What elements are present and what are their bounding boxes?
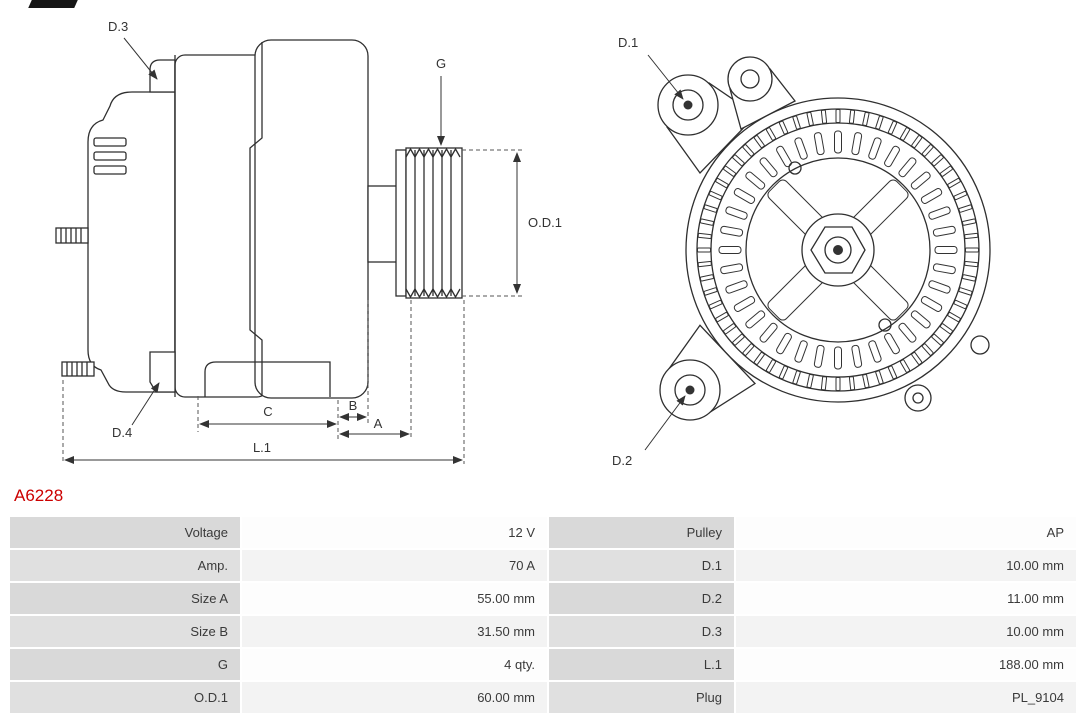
spec-value: 10.00 mm [736, 616, 1076, 647]
dim-label-a: A [374, 416, 383, 431]
rear-view: D.1 D.2 [612, 35, 991, 468]
terminal-stud-lower [61, 361, 95, 377]
spec-label: Size B [10, 616, 240, 647]
spec-value: 31.50 mm [242, 616, 547, 647]
spec-label: Size A [10, 583, 240, 614]
spec-value: 188.00 mm [736, 649, 1076, 680]
leader-d1 [647, 54, 684, 100]
mount-ear-d3 [149, 59, 176, 93]
spec-value: PL_9104 [736, 682, 1076, 713]
spec-label: D.1 [549, 550, 734, 581]
dim-label-g: G [436, 56, 446, 71]
terminal-stud-upper [55, 227, 89, 244]
spec-label: Pulley [549, 517, 734, 548]
dim-label-d4: D.4 [112, 425, 132, 440]
spec-value: 60.00 mm [242, 682, 547, 713]
leader-d3 [123, 37, 158, 80]
side-view: D.3 G O.D.1 C B A L.1 D.4 [55, 19, 562, 464]
dim-label-l1: L.1 [253, 440, 271, 455]
spec-label: Voltage [10, 517, 240, 548]
spec-label: Plug [549, 682, 734, 713]
spec-value: 4 qty. [242, 649, 547, 680]
dim-label-c: C [263, 404, 272, 419]
leader-d4 [131, 382, 160, 426]
dim-label-d2: D.2 [612, 453, 632, 468]
dim-label-d3: D.3 [108, 19, 128, 34]
pulley [395, 147, 463, 299]
spec-value: 55.00 mm [242, 583, 547, 614]
spec-value: 12 V [242, 517, 547, 548]
spec-table: Voltage 12 V Pulley AP Amp. 70 A D.1 10.… [10, 517, 1076, 713]
mount-lug-d4 [149, 351, 176, 393]
spec-label: D.2 [549, 583, 734, 614]
alternator-diagram: D.3 G O.D.1 C B A L.1 D.4 [55, 19, 991, 468]
spec-value: AP [736, 517, 1076, 548]
spec-label: D.3 [549, 616, 734, 647]
spec-value: 10.00 mm [736, 550, 1076, 581]
spec-label: L.1 [549, 649, 734, 680]
fan-spokes [767, 179, 909, 321]
cooling-slots-ring [697, 109, 979, 391]
leader-d2 [644, 395, 686, 451]
spec-label: G [10, 649, 240, 680]
spec-label: Amp. [10, 550, 240, 581]
dim-label-b: B [349, 398, 358, 413]
dim-label-od1: O.D.1 [528, 215, 562, 230]
spec-value: 11.00 mm [736, 583, 1076, 614]
spec-label: O.D.1 [10, 682, 240, 713]
part-number: A6228 [14, 486, 64, 505]
spec-value: 70 A [242, 550, 547, 581]
dim-label-d1: D.1 [618, 35, 638, 50]
